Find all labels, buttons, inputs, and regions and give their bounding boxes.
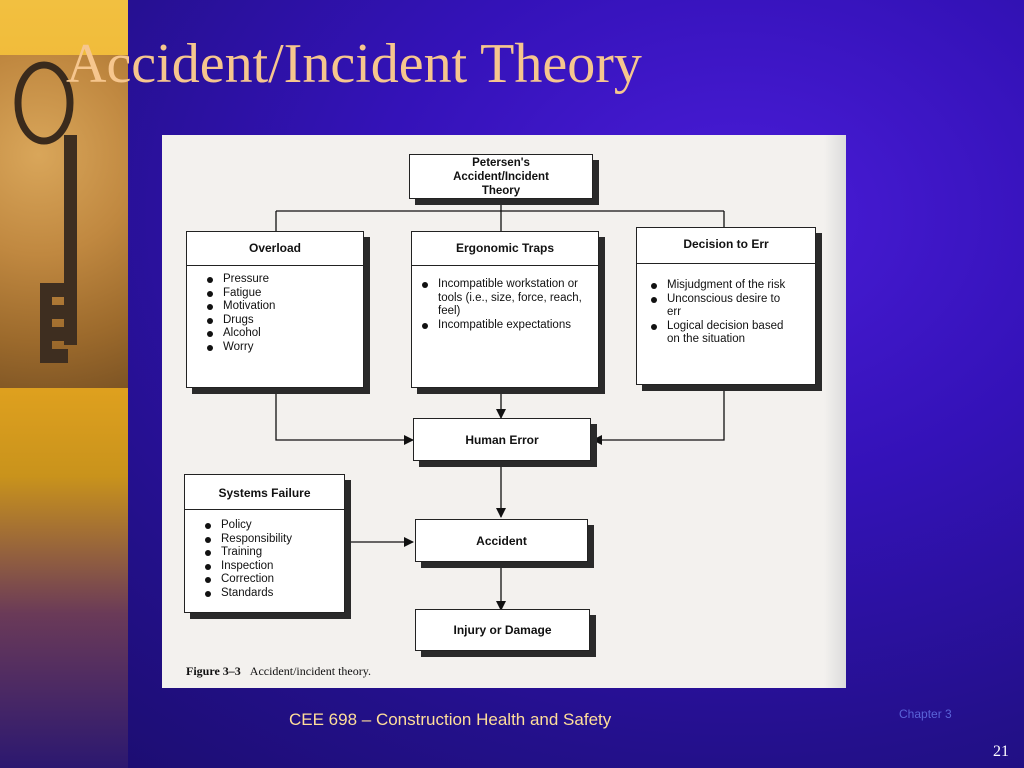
petersen-title-line-1: Petersen's: [472, 156, 530, 169]
injury-or-damage-box: Injury or Damage: [415, 609, 590, 651]
page-edge: [824, 135, 846, 688]
list-item: Pressure: [203, 273, 275, 287]
key-photo: [0, 55, 128, 388]
overload-box: Overload Pressure Fatigue Motivation Dru…: [186, 231, 364, 388]
figure-caption-text: Accident/incident theory.: [249, 664, 371, 678]
systems-failure-title: Systems Failure: [218, 486, 311, 500]
petersen-title-line-3: Theory: [481, 184, 521, 197]
list-item: Responsibility: [201, 533, 292, 547]
decision-to-err-divider: [637, 263, 815, 264]
list-item: Policy: [201, 519, 292, 533]
list-item: Incompatible expectations: [418, 319, 588, 333]
systems-failure-box: Systems Failure Policy Responsibility Tr…: [184, 474, 345, 613]
overload-title: Overload: [248, 241, 302, 255]
list-item: Logical decision based on the situation: [647, 320, 797, 347]
list-item: Standards: [201, 587, 292, 601]
list-item: Training: [201, 546, 292, 560]
overload-list: Pressure Fatigue Motivation Drugs Alcoho…: [203, 273, 275, 355]
list-item: Alcohol: [203, 327, 275, 341]
list-item: Inspection: [201, 560, 292, 574]
figure-panel: Petersen's Accident/Incident Theory Over…: [162, 135, 846, 688]
list-item: Fatigue: [203, 287, 275, 301]
connector-lines: [275, 198, 725, 611]
ergonomic-traps-divider: [412, 265, 598, 266]
list-item: Correction: [201, 573, 292, 587]
ergonomic-traps-title: Ergonomic Traps: [455, 241, 555, 255]
figure-caption: Figure 3–3 Accident/incident theory.: [186, 664, 371, 679]
list-item: Misjudgment of the risk: [647, 279, 797, 293]
list-item: Motivation: [203, 300, 275, 314]
decision-to-err-list: Misjudgment of the risk Unconscious desi…: [647, 279, 797, 347]
systems-failure-list: Policy Responsibility Training Inspectio…: [201, 519, 292, 601]
overload-divider: [187, 265, 363, 266]
petersen-title-line-2: Accident/Incident: [453, 170, 549, 183]
list-item: Worry: [203, 341, 275, 355]
ergonomic-traps-box: Ergonomic Traps Incompatible workstation…: [411, 231, 599, 388]
decision-to-err-title: Decision to Err: [683, 237, 769, 251]
slide-footer: CEE 698 – Construction Health and Safety: [289, 710, 612, 729]
list-item: Incompatible workstation or tools (i.e.,…: [418, 278, 588, 319]
accident-box: Accident: [415, 519, 588, 562]
systems-failure-divider: [185, 509, 344, 510]
slide-title: Accident/Incident Theory: [66, 33, 642, 95]
page-number: 21: [993, 743, 1009, 760]
list-item: Unconscious desire to err: [647, 293, 797, 320]
figure-caption-label: Figure 3–3: [186, 664, 241, 678]
key-icon: [14, 61, 77, 363]
ergonomic-traps-list: Incompatible workstation or tools (i.e.,…: [418, 278, 588, 332]
decision-to-err-box: Decision to Err Misjudgment of the risk …: [636, 227, 816, 385]
list-item: Drugs: [203, 314, 275, 328]
human-error-box: Human Error: [413, 418, 591, 461]
petersen-theory-box: Petersen's Accident/Incident Theory: [409, 154, 593, 199]
chapter-label: Chapter 3: [899, 707, 952, 721]
